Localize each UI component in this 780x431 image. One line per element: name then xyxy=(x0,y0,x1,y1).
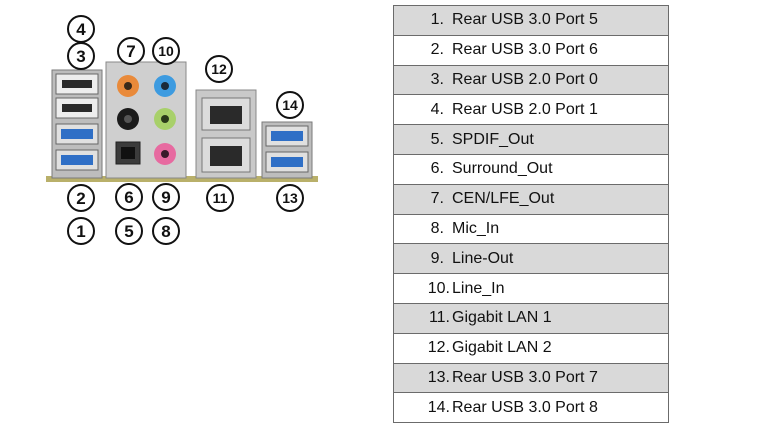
legend-number: 6. xyxy=(430,160,444,178)
legend-label: Rear USB 3.0 Port 5 xyxy=(452,11,598,29)
legend-number: 8. xyxy=(430,219,444,237)
callout-13: 13 xyxy=(276,184,304,212)
usb3-pair-13-14 xyxy=(261,121,313,179)
legend-row: 4. Rear USB 2.0 Port 1 xyxy=(393,94,669,126)
legend-row: 2. Rear USB 3.0 Port 6 xyxy=(393,34,669,66)
legend-label: CEN/LFE_Out xyxy=(452,190,555,208)
usb-stack-1-4 xyxy=(51,69,103,179)
callout-3: 3 xyxy=(67,42,95,70)
legend-row: 6. Surround_Out xyxy=(393,153,669,185)
legend-number: 12. xyxy=(427,339,450,357)
callout-9: 9 xyxy=(152,183,180,211)
legend-number: 3. xyxy=(430,70,444,88)
legend-number: 11. xyxy=(428,309,450,327)
legend-row: 8. Mic_In xyxy=(393,213,669,245)
legend-row: 12.Gigabit LAN 2 xyxy=(393,332,669,364)
callout-2: 2 xyxy=(67,184,95,212)
legend-row: 11.Gigabit LAN 1 xyxy=(393,302,669,334)
legend-row: 1. Rear USB 3.0 Port 5 xyxy=(393,5,669,36)
legend-label: Surround_Out xyxy=(452,160,553,178)
port-legend-table: 1. Rear USB 3.0 Port 5 2. Rear USB 3.0 Por… xyxy=(393,5,669,424)
callout-10: 10 xyxy=(152,37,180,65)
legend-number: 5. xyxy=(430,130,444,148)
callout-14: 14 xyxy=(276,91,304,119)
legend-row: 3. Rear USB 2.0 Port 0 xyxy=(393,64,669,96)
callout-5: 5 xyxy=(115,217,143,245)
legend-label: Rear USB 3.0 Port 6 xyxy=(452,41,598,59)
audio-block xyxy=(105,61,187,179)
legend-number: 13. xyxy=(427,368,450,386)
callout-4: 4 xyxy=(67,15,95,43)
legend-label: Mic_In xyxy=(452,219,500,237)
callout-7: 7 xyxy=(117,37,145,65)
motherboard-edge xyxy=(46,176,318,182)
lan-block xyxy=(195,89,257,179)
callout-1: 1 xyxy=(67,217,95,245)
callout-11: 11 xyxy=(206,184,234,212)
callout-12: 12 xyxy=(205,55,233,83)
legend-label: Gigabit LAN 2 xyxy=(452,339,552,357)
legend-row: 13.Rear USB 3.0 Port 7 xyxy=(393,362,669,394)
legend-label: Rear USB 2.0 Port 0 xyxy=(452,70,598,88)
legend-number: 1. xyxy=(430,11,444,29)
legend-number: 9. xyxy=(430,249,444,267)
legend-label: SPDIF_Out xyxy=(452,130,534,148)
legend-number: 10. xyxy=(427,279,450,297)
legend-number: 7. xyxy=(430,190,444,208)
legend-row: 9. Line-Out xyxy=(393,243,669,275)
legend-label: Rear USB 2.0 Port 1 xyxy=(452,100,598,118)
legend-number: 2. xyxy=(430,41,444,59)
legend-row: 7. CEN/LFE_Out xyxy=(393,183,669,215)
legend-label: Gigabit LAN 1 xyxy=(452,309,552,327)
legend-number: 14. xyxy=(427,398,450,416)
legend-label: Line_In xyxy=(452,279,505,297)
legend-row: 14.Rear USB 3.0 Port 8 xyxy=(393,392,669,424)
legend-label: Line-Out xyxy=(452,249,514,267)
callout-6: 6 xyxy=(115,183,143,211)
callout-8: 8 xyxy=(152,217,180,245)
rear-io-panel xyxy=(46,61,318,182)
legend-number: 4. xyxy=(430,100,444,118)
legend-label: Rear USB 3.0 Port 8 xyxy=(452,398,598,416)
legend-row: 10.Line_In xyxy=(393,273,669,304)
legend-row: 5. SPDIF_Out xyxy=(393,124,669,155)
legend-label: Rear USB 3.0 Port 7 xyxy=(452,368,598,386)
